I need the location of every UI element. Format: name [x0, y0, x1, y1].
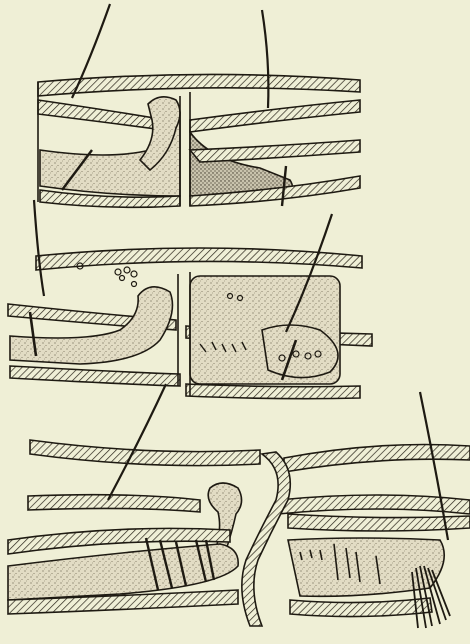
- panel-top: [38, 4, 360, 207]
- panel-middle: [8, 200, 372, 399]
- bottom-hair-bundle: [412, 566, 450, 628]
- bottom-hair-left: [108, 384, 166, 500]
- mid-hair-left: [34, 200, 44, 296]
- top-hair-mid: [262, 10, 268, 108]
- bottom-outer-band: [30, 440, 260, 466]
- top-divider: [180, 92, 190, 206]
- top-outer-band: [38, 74, 360, 96]
- bottom-divider: [242, 452, 290, 626]
- panel-bottom: [8, 384, 470, 628]
